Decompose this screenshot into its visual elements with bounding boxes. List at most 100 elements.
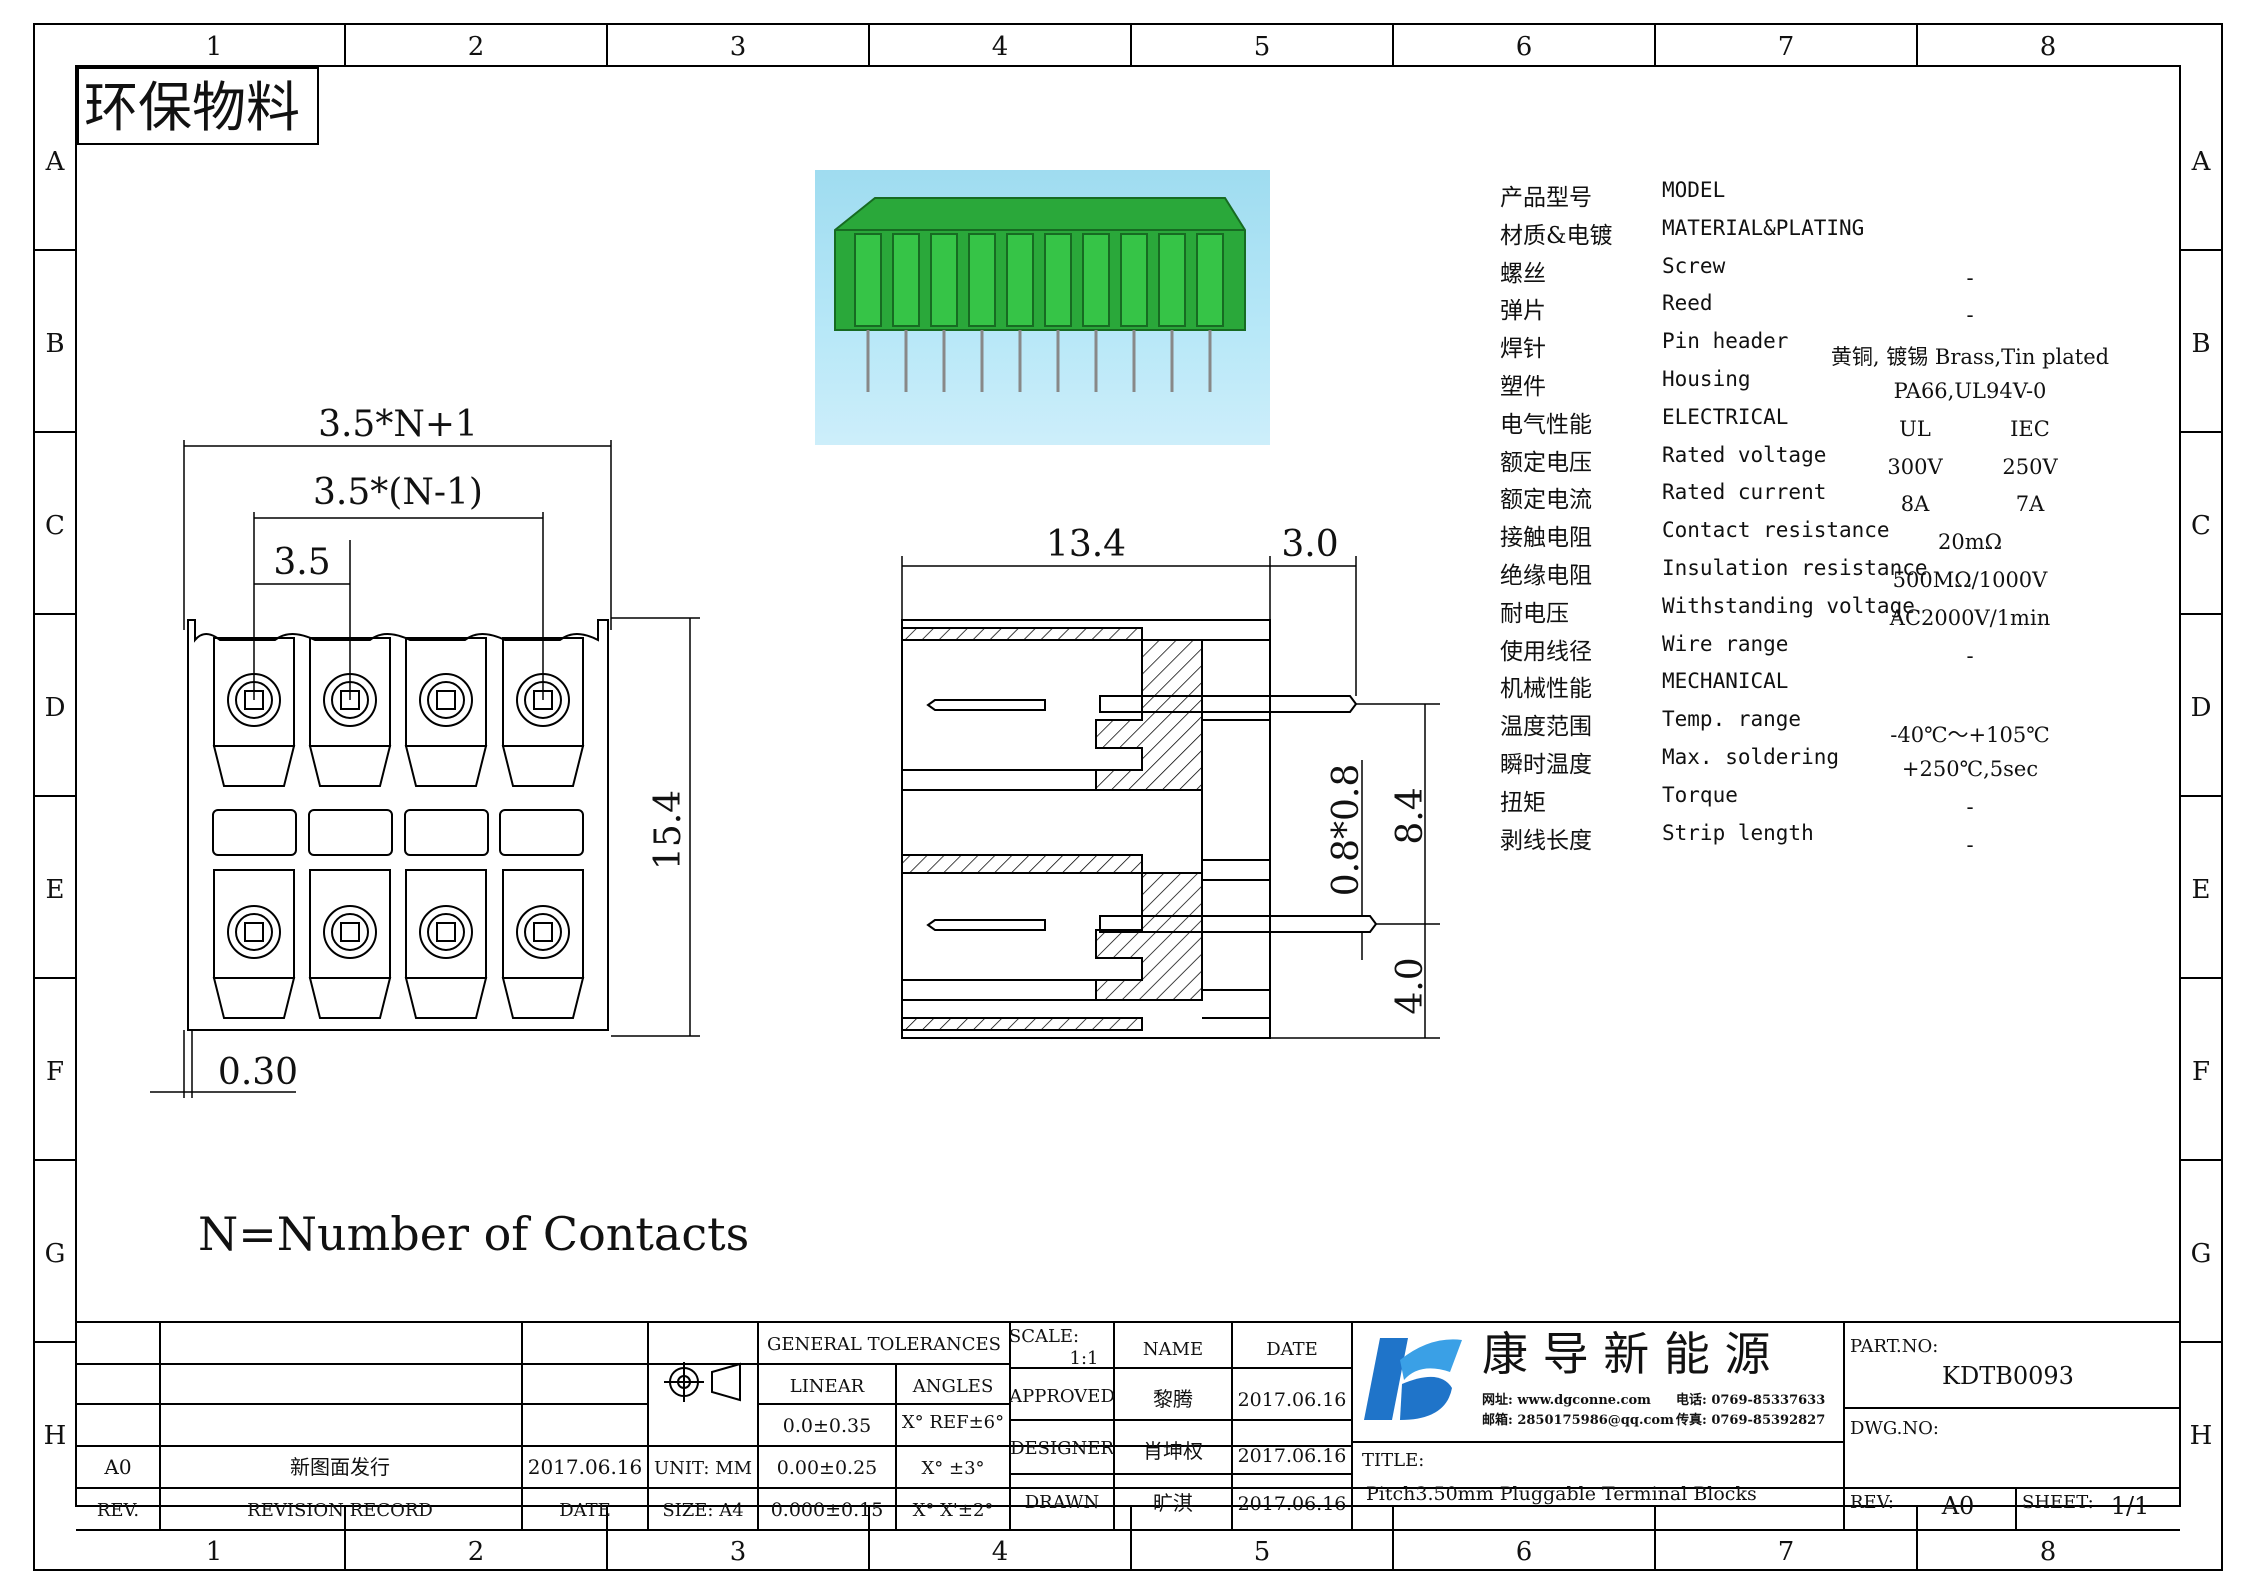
row-label: D bbox=[45, 693, 66, 723]
row-label: F bbox=[46, 1057, 64, 1087]
spec-label-en: MECHANICAL bbox=[1662, 669, 1789, 694]
photo-rib bbox=[968, 233, 996, 327]
spec-label-en: Screw bbox=[1662, 253, 1726, 278]
row-label: F bbox=[2192, 1057, 2210, 1087]
drawn-name: 旷淇 bbox=[1153, 1491, 1193, 1515]
spec-label-cn: 绝缘电阻 bbox=[1500, 563, 1592, 589]
row-label: E bbox=[46, 875, 65, 905]
col-label: 2 bbox=[468, 1537, 485, 1567]
terminal-cell bbox=[436, 690, 456, 710]
title-label: TITLE: bbox=[1362, 1450, 1424, 1471]
designer-date: 2017.06.16 bbox=[1238, 1445, 1347, 1467]
spec-label-en: MATERIAL&PLATING bbox=[1662, 215, 1865, 240]
spec-label-en: ELECTRICAL bbox=[1662, 404, 1789, 429]
part-no-label: PART.NO: bbox=[1850, 1336, 1938, 1357]
photo-rib bbox=[854, 233, 882, 327]
terminal-cell bbox=[533, 922, 553, 942]
row-label: H bbox=[2190, 1421, 2213, 1451]
spec-label-cn: 使用线径 bbox=[1500, 638, 1592, 665]
angles-label: ANGLES bbox=[912, 1376, 994, 1397]
terminal-cell bbox=[212, 977, 296, 1019]
spec-label-en: Housing bbox=[1662, 367, 1751, 391]
photo-rib bbox=[930, 233, 958, 327]
spec-label-cn: 瞬时温度 bbox=[1500, 752, 1592, 778]
drawn-role: DRAWN bbox=[1025, 1492, 1100, 1513]
spec-value: PA66,UL94V-0 bbox=[1893, 379, 2047, 403]
terminal-cell bbox=[212, 745, 296, 787]
revision-record: 新图面发行 bbox=[290, 1455, 390, 1479]
col-label: 1 bbox=[206, 1537, 223, 1567]
col-label: 1 bbox=[206, 32, 223, 62]
spec-value: - bbox=[1966, 643, 1974, 668]
rev-header: REV. bbox=[97, 1500, 139, 1521]
col-label: 4 bbox=[992, 1537, 1009, 1567]
spec-label-en: Wire range bbox=[1662, 631, 1789, 656]
spec-value: 20mΩ bbox=[1937, 530, 2003, 555]
photo-rib bbox=[1158, 233, 1186, 327]
photo-rib bbox=[1196, 233, 1224, 327]
spec-row: 接触电阻 Contact resistance 20mΩ bbox=[1500, 518, 2140, 555]
dim-pin-pitch: 8.4 bbox=[1390, 787, 1431, 844]
spec-value: AC2000V/1min bbox=[1889, 605, 2051, 630]
company-name: 康 导 新 能 源 bbox=[1482, 1327, 1771, 1381]
spec-label-en: Rated current bbox=[1662, 480, 1827, 505]
dim-pin-size: 0.8*0.8 bbox=[1326, 764, 1367, 897]
company-web: 网址: www.dgconne.com bbox=[1482, 1392, 1651, 1408]
terminal-cell bbox=[501, 977, 585, 1019]
spec-label-cn: 温度范围 bbox=[1500, 714, 1592, 741]
spec-value-ul: UL bbox=[1899, 416, 1931, 441]
dwg-no-label: DWG.NO: bbox=[1850, 1418, 1939, 1439]
photo-rib bbox=[1044, 233, 1072, 327]
spec-label-cn: 接触电阻 bbox=[1500, 525, 1592, 552]
spec-label-cn: 弹片 bbox=[1500, 298, 1546, 325]
terminal-cell bbox=[331, 913, 369, 951]
terminal-cell bbox=[516, 905, 570, 959]
eco-label-box bbox=[77, 67, 319, 145]
spec-label-en: Withstanding voltage bbox=[1662, 593, 1915, 618]
spec-value-iec: 250V bbox=[2002, 454, 2058, 479]
spec-label-en: Rated voltage bbox=[1662, 442, 1827, 467]
spec-label-cn: 材质&电镀 bbox=[1500, 222, 1613, 249]
eco-label: 环保物料 bbox=[84, 76, 300, 139]
spec-label-en: Contact resistance bbox=[1662, 518, 1890, 543]
company-tel: 电话: 0769-85337633 bbox=[1676, 1392, 1825, 1408]
row-label: B bbox=[2191, 329, 2210, 359]
spec-label-cn: 耐电压 bbox=[1500, 600, 1569, 627]
spec-value: 黄铜, 镀锡 Brass,Tin plated bbox=[1830, 345, 2110, 370]
scale-label: SCALE: bbox=[1009, 1326, 1079, 1347]
spec-label-en: Pin header bbox=[1662, 329, 1789, 354]
spec-value: +250℃,5sec bbox=[1901, 757, 2039, 781]
approved-date: 2017.06.16 bbox=[1238, 1389, 1347, 1411]
spec-value-iec: IEC bbox=[2010, 416, 2050, 441]
row-label: A bbox=[45, 147, 66, 177]
spec-label-en: Reed bbox=[1662, 291, 1713, 316]
row-label: B bbox=[45, 329, 64, 359]
dim-body-length: 13.4 bbox=[1046, 524, 1126, 565]
part-no: KDTB0093 bbox=[1942, 1362, 2074, 1390]
rev-value: A0 bbox=[103, 1455, 131, 1479]
spec-label-en: Strip length bbox=[1662, 820, 1814, 845]
spec-label-cn: 扭矩 bbox=[1500, 789, 1546, 816]
title-block bbox=[76, 1321, 2180, 1531]
terminal-cell bbox=[427, 681, 465, 719]
col-label: 2 bbox=[468, 32, 485, 62]
spec-label-en: Insulation resistance bbox=[1662, 556, 1928, 580]
terminal-cell bbox=[244, 922, 264, 942]
spec-label-cn: 机械性能 bbox=[1500, 676, 1592, 703]
col-label: 8 bbox=[2040, 32, 2057, 62]
photo-rib bbox=[1082, 233, 1110, 327]
row-label: E bbox=[2192, 875, 2211, 905]
row-label: G bbox=[2191, 1239, 2212, 1269]
approved-role: APPROVED bbox=[1008, 1386, 1115, 1407]
col-label: 6 bbox=[1516, 32, 1533, 62]
